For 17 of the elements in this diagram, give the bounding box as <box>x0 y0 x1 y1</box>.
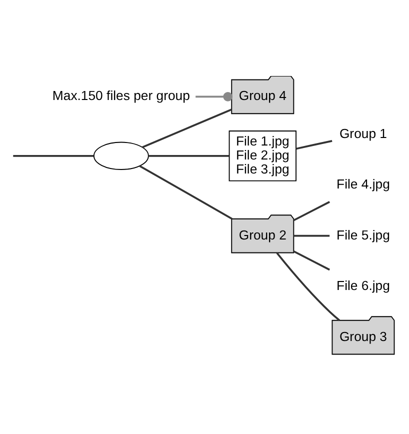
connector <box>139 165 232 220</box>
connector <box>296 140 332 150</box>
node-disc <box>93 142 149 170</box>
connector <box>294 234 330 237</box>
connector <box>196 92 233 102</box>
node-text: Group 1 <box>339 126 387 141</box>
connector <box>276 252 340 322</box>
node-text: File 4.jpg <box>336 176 390 192</box>
node-text: File 5.jpg <box>336 227 390 242</box>
connector <box>13 154 94 157</box>
connector <box>148 154 230 157</box>
node-text: Max.150 files per group <box>52 88 190 104</box>
connector <box>142 108 232 148</box>
node-box: File 1.jpg File 2.jpg File 3.jpg <box>228 130 296 182</box>
connector <box>293 250 330 271</box>
node-text: File 6.jpg <box>336 278 390 294</box>
connector <box>293 201 330 222</box>
